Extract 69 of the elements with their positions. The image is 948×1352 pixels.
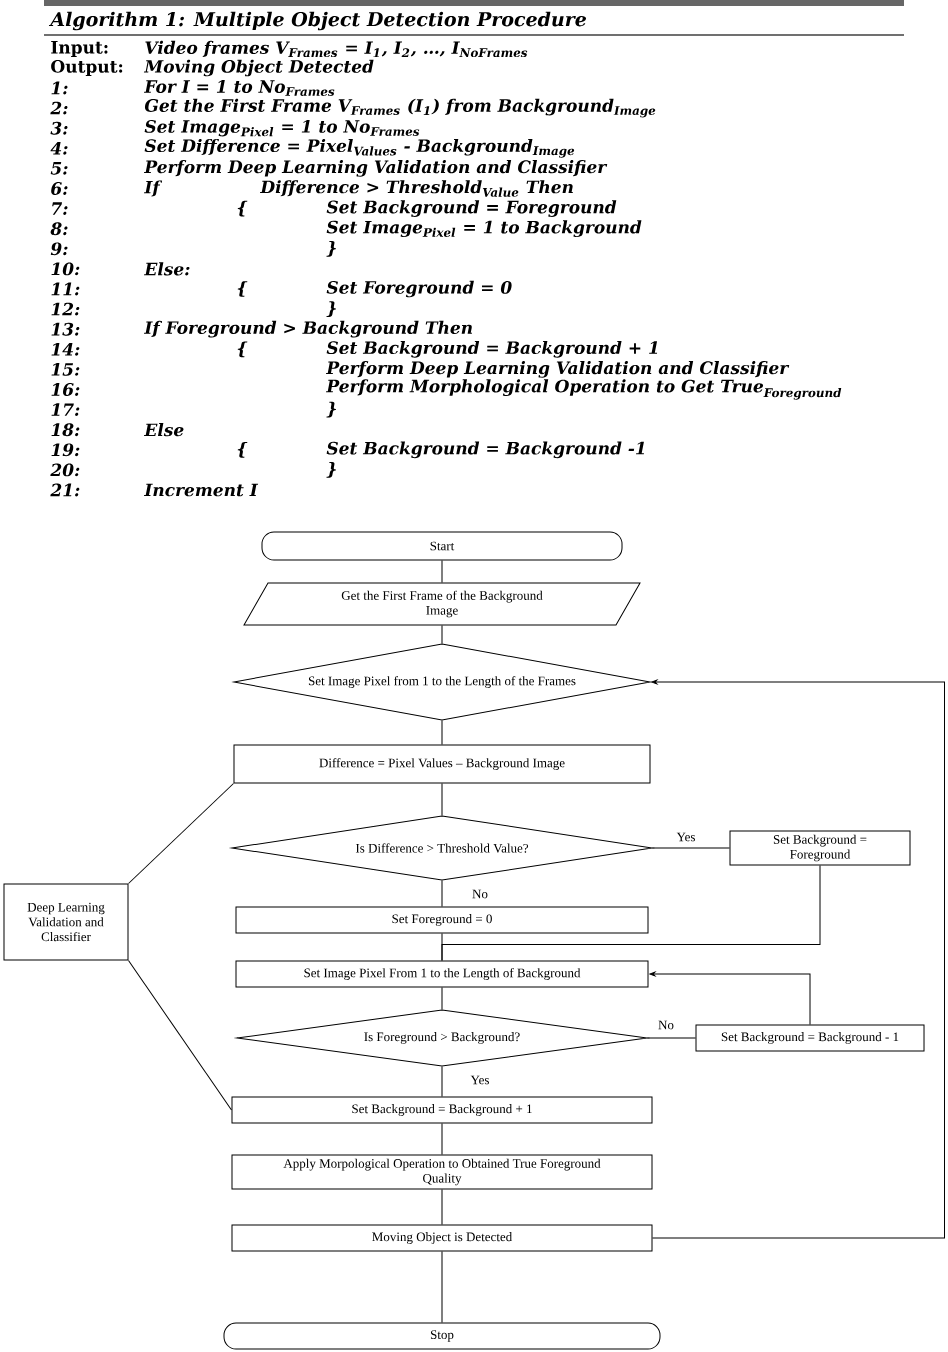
line-number: 8: (50, 222, 68, 236)
connector-line (651, 847, 730, 849)
code-line: Set Image$_{Pixel}$ = 1 to No$_{Frames}$ (144, 120, 420, 137)
code-line: If (144, 180, 163, 197)
connector-line (441, 783, 443, 817)
line-number: 13: (51, 322, 80, 336)
line-number: 19: (51, 443, 80, 457)
brace: } (326, 401, 336, 418)
brace: { (237, 441, 248, 458)
code-line: Set Foreground = 0 (326, 280, 512, 298)
connector-line (441, 1251, 443, 1323)
line-number: 4: (50, 141, 68, 155)
line-number: 7: (52, 202, 68, 215)
connector-line (646, 1037, 696, 1039)
connector-line (441, 879, 443, 907)
line-number: 14: (51, 342, 80, 356)
code-line: Set Image$_{Pixel}$ = 1 to Background (326, 220, 642, 238)
brace: } (326, 462, 336, 478)
line-number: 15: (51, 363, 80, 376)
code-line: Difference > Threshold$_{Value}$ Then (260, 180, 573, 197)
line-number: 20: (50, 463, 80, 477)
arrow (649, 971, 811, 1025)
line-number: 18: (51, 423, 80, 437)
algorithm-title: Algorithm 1: Multiple Object Detection Procedure (48, 11, 587, 31)
line-number: 9: (50, 242, 68, 256)
line-number: 10: (51, 262, 80, 276)
connector-line (128, 960, 232, 1111)
connector-line (441, 987, 443, 1011)
code-line: Else (144, 423, 184, 437)
code-line: Moving Object Detected (143, 59, 374, 77)
line-number: 21: (50, 483, 80, 497)
line-number: 5: (50, 162, 68, 175)
code-line: $\text{Perform Morphological Operation to Get True}_{\text{Foreground}}$ (326, 379, 842, 400)
line-number: 16: (51, 383, 80, 396)
connector-line (441, 560, 443, 584)
connector-line (441, 624, 443, 645)
keyword-label: Output: (51, 59, 123, 77)
connector-line (441, 865, 821, 961)
line-number: 12: (51, 302, 80, 316)
connector-line (441, 719, 443, 745)
code-line: If Foreground > Background Then (144, 320, 472, 338)
brace: { (237, 341, 248, 358)
code-line: Video frames V$_{Frames}$ = I$_{1}$, I$_{2}$, …, I$_{NoFrames}$ (145, 40, 528, 58)
brace: } (326, 301, 336, 317)
code-line: Set Background = Background -1 (326, 441, 644, 459)
line-number: 1: (51, 81, 68, 95)
code-line: For I = 1 to No$_{Frames}$ (144, 80, 335, 96)
code-line: Perform Deep Learning Validation and Classifier (144, 160, 608, 177)
code-line: Increment I (144, 483, 259, 497)
connector-line (128, 783, 234, 884)
code-line: Set Background = Background + 1 (326, 340, 658, 358)
line-number: 11: (51, 282, 80, 296)
line-number: 17: (51, 403, 80, 417)
connector-line (441, 1189, 443, 1225)
brace: { (237, 281, 248, 297)
code-line: Get the First Frame V$_{Frames}$ (I$_{1}$) from Background$_{Image}$ (144, 98, 656, 118)
line-number: 2: (50, 101, 68, 115)
brace: } (326, 240, 336, 257)
line-number: 6: (51, 182, 68, 195)
brace: { (237, 200, 248, 217)
code-line: Set Background = Foreground (326, 200, 617, 217)
arrow (651, 679, 945, 1239)
code-line: Set Difference = Pixel$_{Values}$ - Background$_{Image}$ (144, 138, 575, 158)
code-line: Perform Deep Learning Validation and Classifier (326, 361, 790, 378)
connector-line (441, 1123, 443, 1155)
code-line: Else: (144, 262, 190, 276)
keyword-label: Input: (51, 41, 108, 57)
line-number: 3: (50, 121, 68, 135)
connector-line (441, 1065, 443, 1097)
